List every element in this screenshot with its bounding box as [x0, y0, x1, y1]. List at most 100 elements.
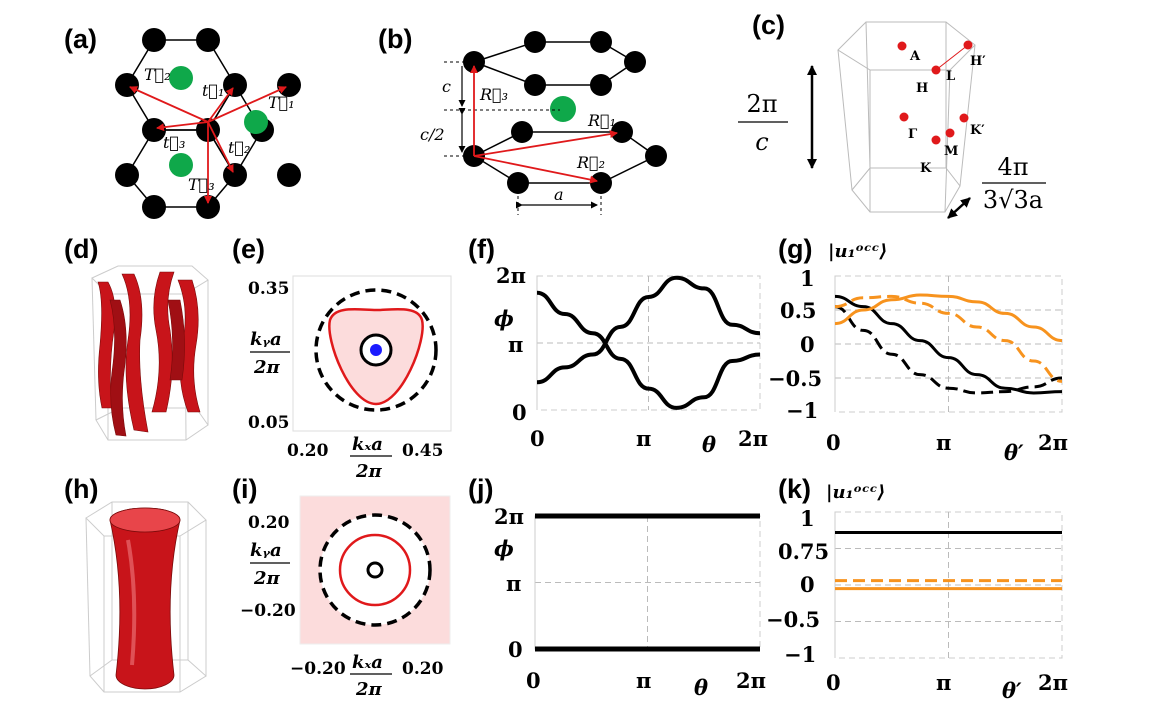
lattice-site [115, 163, 139, 187]
lattice-site [196, 28, 220, 52]
bz-point-L: L [946, 69, 955, 84]
bz-height-denominator: c [755, 128, 768, 156]
vector-label-R2: R⃗₂ [576, 153, 605, 172]
bz-point-Gamma: Γ [908, 127, 918, 142]
lattice-site [277, 163, 301, 187]
xlabel: θ′ [1004, 440, 1024, 465]
panel-label-g: (g) [778, 234, 812, 264]
xlabel-denominator: 2π [355, 461, 383, 482]
ytick: 0 [512, 400, 527, 425]
ytick: −0.5 [768, 366, 822, 391]
ylabel-numerator: kᵧa [250, 540, 282, 561]
panel-label-j: (j) [468, 474, 493, 504]
ytick: 1 [800, 266, 815, 291]
xlabel-numerator: kₓa [352, 652, 383, 673]
vector-label-t3: t⃗₃ [163, 133, 185, 152]
vector-label-T3: T⃗₃ [188, 175, 215, 194]
panel-h-fermi-surface [85, 501, 207, 693]
panel-label-h: (h) [64, 474, 98, 504]
ytick: 0.75 [778, 539, 829, 564]
panel-label-i: (i) [232, 474, 257, 504]
hollow-site [550, 96, 576, 122]
ytick: 2π [496, 263, 526, 288]
ytick-bottom: −0.20 [240, 601, 296, 621]
cylinder-surface [109, 507, 181, 690]
ytick: −1 [786, 398, 818, 423]
lattice-site [196, 195, 220, 219]
hollow-site [244, 110, 268, 134]
xtick: 2π [1038, 670, 1068, 695]
xlabel-numerator: kₓa [352, 434, 383, 455]
ytick: π [506, 571, 521, 596]
hollow-site [169, 153, 193, 177]
panel-j-wilson-loop-chart [534, 513, 761, 652]
xtick: 0 [826, 670, 841, 695]
hollow-site [169, 66, 193, 90]
series-line [536, 275, 761, 385]
xtick: π [636, 426, 651, 451]
xlabel: θ′ [1002, 678, 1022, 703]
dim-label-c-half: c/2 [420, 125, 445, 144]
panel-g-eigenvector-chart [834, 275, 1063, 413]
vector-label-t2: t⃗₂ [228, 138, 250, 157]
xtick: π [636, 668, 651, 693]
panel-f-wilson-loop-chart [536, 275, 761, 411]
xtick-left: −0.20 [290, 659, 346, 679]
bz-point-M: M [944, 144, 958, 159]
series-line [834, 305, 1063, 395]
ytick-top: 0.35 [248, 279, 289, 299]
panel-label-e: (e) [232, 234, 265, 264]
chart-title: |u₁ᵒᶜᶜ⟩ [828, 241, 888, 262]
ytick: −1 [784, 642, 816, 667]
bz-point-H: H [916, 81, 928, 96]
xlabel: θ [694, 675, 708, 700]
panel-d-fermi-surface [91, 265, 209, 441]
ytick: 0 [800, 332, 815, 357]
dim-label-a: a [554, 185, 564, 204]
xtick: 2π [736, 668, 766, 693]
dim-label-c: c [442, 77, 451, 96]
chart-title: |u₁ᵒᶜᶜ⟩ [826, 482, 886, 503]
xtick: π [936, 670, 951, 695]
xtick: 2π [1038, 430, 1068, 455]
panel-c-brillouin-zone: A H′ L H Γ K′ M K 2π c 4π 3√3a [738, 21, 1046, 219]
panel-b-stacking: c c/2 a R⃗₃ R⃗₁ R⃗₂ [420, 31, 667, 215]
ytick: −0.5 [766, 607, 820, 632]
panel-label-f: (f) [468, 234, 495, 264]
ylabel-numerator: kᵧa [250, 329, 282, 350]
ylabel: ϕ [494, 536, 514, 561]
ytick: 0 [800, 572, 815, 597]
panel-k-eigenvector-chart [834, 511, 1063, 659]
vector-label-t1: t⃗₁ [202, 81, 224, 100]
ylabel-denominator: 2π [253, 357, 281, 378]
vector-label-R3: R⃗₃ [479, 85, 508, 104]
panel-a-lattice: T⃗₂ t⃗₁ T⃗₁ t⃗₃ t⃗₂ T⃗₃ [115, 28, 301, 219]
bz-point-K: K [920, 161, 932, 176]
series-line [834, 294, 1063, 383]
bz-point-Hprime: H′ [970, 54, 986, 69]
lattice-site [142, 195, 166, 219]
bz-point-Kprime: K′ [970, 123, 985, 138]
vector-label-R1: R⃗₁ [587, 111, 616, 130]
lattice-site [223, 163, 247, 187]
panel-label-k: (k) [778, 474, 811, 504]
ytick: 2π [494, 504, 524, 529]
xtick-right: 0.20 [402, 659, 444, 679]
bz-point-A: A [909, 49, 921, 64]
xlabel-denominator: 2π [355, 679, 383, 700]
ytick: π [508, 332, 523, 357]
vector-label-T1: T⃗₁ [268, 93, 295, 112]
series-line [536, 290, 761, 410]
xtick: 0 [530, 426, 545, 451]
panel-label-a: (a) [64, 24, 97, 54]
ylabel: ϕ [494, 306, 514, 331]
series-line [834, 293, 1063, 343]
panel-label-d: (d) [64, 234, 98, 264]
xtick: 0 [526, 668, 541, 693]
vector-label-T2: T⃗₂ [144, 65, 171, 84]
xtick: 0 [826, 430, 841, 455]
ytick: 1 [800, 506, 815, 531]
ytick: 0 [508, 637, 523, 662]
xlabel: θ [702, 432, 716, 457]
